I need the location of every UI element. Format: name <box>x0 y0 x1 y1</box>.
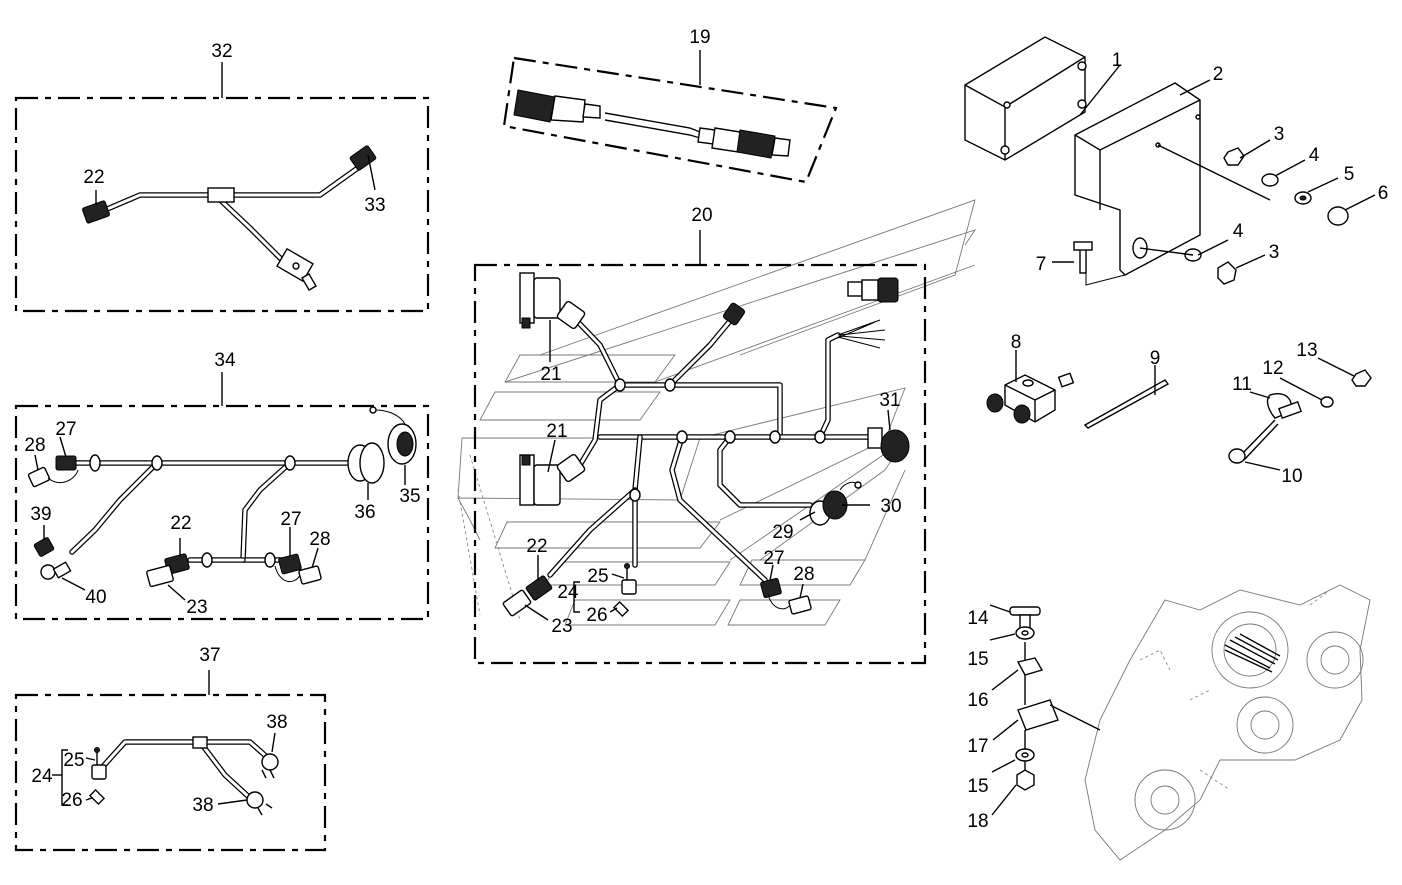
callout-26-box37: 26 <box>61 790 82 811</box>
assembly-32-box <box>14 96 430 313</box>
callout-30: 30 <box>880 496 901 517</box>
callout-27-box34-left: 27 <box>55 419 76 440</box>
callout-26-box20: 26 <box>586 605 607 626</box>
callout-33: 33 <box>364 195 385 216</box>
callout-12: 12 <box>1262 358 1283 379</box>
callout-labels: 1 2 3 4 5 6 4 3 7 8 9 10 11 12 13 14 15 … <box>24 27 1388 832</box>
callout-11: 11 <box>1232 374 1252 395</box>
callout-21-lower: 21 <box>546 421 567 442</box>
callout-34: 34 <box>214 350 236 371</box>
callout-28-box34-left: 28 <box>24 435 45 456</box>
callout-21: 21 <box>540 364 561 385</box>
assembly-19-group <box>502 50 838 184</box>
assembly-20-group <box>457 199 977 665</box>
callout-22-box32: 22 <box>83 167 104 188</box>
callout-40: 40 <box>85 587 106 608</box>
callout-22-box20: 22 <box>526 536 547 557</box>
callout-36: 36 <box>354 502 375 523</box>
callout-5: 5 <box>1344 164 1355 185</box>
callout-1: 1 <box>1112 50 1123 71</box>
callout-6: 6 <box>1378 183 1389 204</box>
callout-3-lower: 3 <box>1269 242 1280 263</box>
callout-19: 19 <box>689 27 710 48</box>
callout-4-lower: 4 <box>1233 221 1244 242</box>
assembly-32-group <box>14 62 430 313</box>
callout-3: 3 <box>1274 124 1285 145</box>
callout-15: 15 <box>967 649 988 670</box>
callout-24-box37: 24 <box>31 766 53 787</box>
callout-22-box34: 22 <box>170 513 191 534</box>
callout-8: 8 <box>1011 332 1022 353</box>
callout-7: 7 <box>1036 254 1047 275</box>
callout-20: 20 <box>691 205 712 226</box>
callout-27-box34-right: 27 <box>280 509 301 530</box>
callout-31: 31 <box>879 390 900 411</box>
callout-39: 39 <box>30 504 51 525</box>
assembly-19-box <box>502 56 838 184</box>
assembly-34-group <box>14 372 430 621</box>
callout-35: 35 <box>399 486 420 507</box>
callout-25-box20: 25 <box>587 566 608 587</box>
assembly-37-group <box>14 670 327 852</box>
small-parts-group <box>986 350 1372 471</box>
callout-29: 29 <box>772 522 793 543</box>
callout-17: 17 <box>967 736 988 757</box>
assembly-20-box <box>473 263 927 665</box>
callout-13: 13 <box>1296 340 1317 361</box>
callout-38-upper: 38 <box>266 712 287 733</box>
callout-28-box20: 28 <box>793 564 814 585</box>
callout-9: 9 <box>1150 348 1161 369</box>
callout-18: 18 <box>967 811 988 832</box>
callout-10: 10 <box>1281 466 1302 487</box>
assembly-37-box <box>14 693 327 852</box>
callout-28-box34-right: 28 <box>309 529 330 550</box>
callout-23-box20: 23 <box>551 616 572 637</box>
callout-14: 14 <box>967 608 989 629</box>
gearbox-group <box>989 584 1371 861</box>
callout-27-box20: 27 <box>763 548 784 569</box>
callout-37: 37 <box>199 645 220 666</box>
callout-32: 32 <box>211 41 232 62</box>
assembly-34-box <box>14 404 430 621</box>
callout-24-box20: 24 <box>557 582 579 603</box>
callout-4: 4 <box>1309 145 1320 166</box>
callout-2: 2 <box>1213 64 1224 85</box>
callout-16: 16 <box>967 690 988 711</box>
callout-38-lower: 38 <box>192 795 213 816</box>
callout-23-box34: 23 <box>186 597 207 618</box>
callout-25-box37: 25 <box>63 750 84 771</box>
control-box-group <box>964 36 1376 286</box>
callout-15-lower: 15 <box>967 776 988 797</box>
